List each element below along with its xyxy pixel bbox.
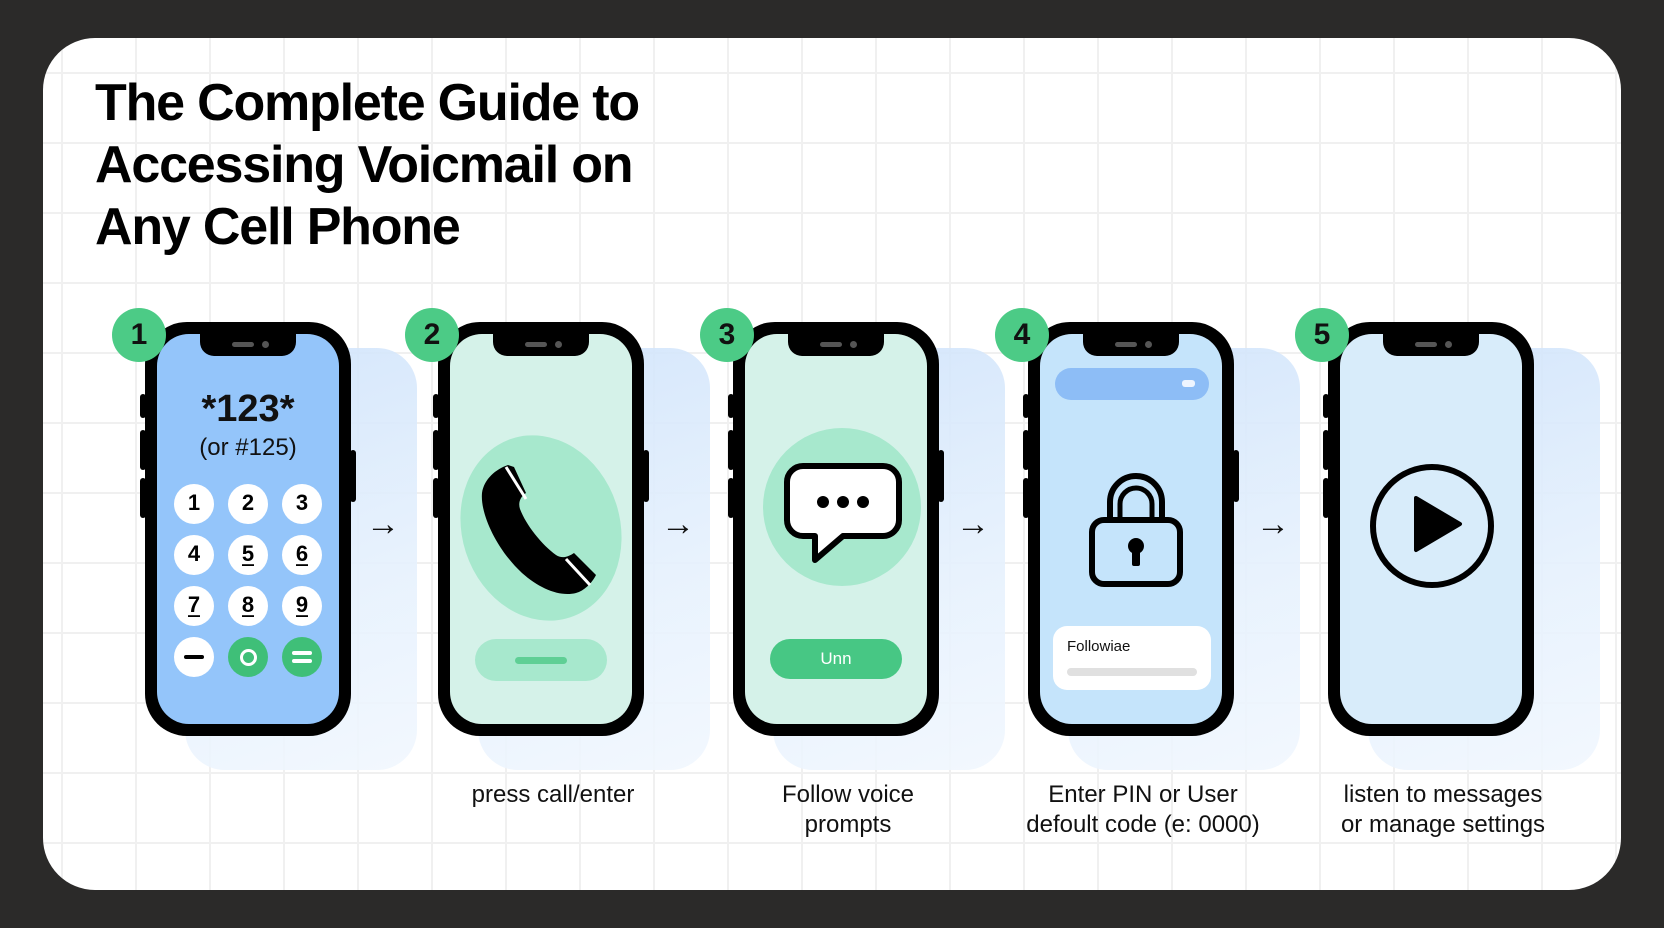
step-caption: press call/enter [471, 781, 635, 808]
phone-frame: *123* (or #125) 1 2 3 4 5▬▬ 6▬▬ 7▬▬ 8▬▬ … [140, 322, 356, 736]
page-title: The Complete Guide to Accessing Voicmail… [95, 72, 640, 258]
phone-screen: *123* (or #125) 1 2 3 4 5▬▬ 6▬▬ 7▬▬ 8▬▬ … [157, 334, 339, 724]
phone-frame: Unn [728, 322, 944, 736]
info-card: Followiae [1053, 626, 1211, 690]
phone-notch [1383, 334, 1479, 356]
title-line-3: Any Cell Phone [95, 198, 461, 256]
step-number-badge: 4 [995, 308, 1049, 362]
phone-notch [200, 334, 296, 356]
keypad-key-8[interactable]: 8▬▬ [228, 586, 268, 626]
keypad-key-2[interactable]: 2 [228, 484, 268, 524]
step-number-badge: 3 [700, 308, 754, 362]
keypad-key-5[interactable]: 5▬▬ [228, 535, 268, 575]
arrow-right-icon: → [366, 505, 400, 543]
pin-dash-icon [1182, 380, 1195, 387]
step-caption: Enter PIN or User defoult code (e: 0000) [1026, 781, 1260, 838]
phone-screen: Unn [745, 334, 927, 724]
phone-frame [1323, 322, 1534, 736]
keypad-key-7[interactable]: 7▬▬ [174, 586, 214, 626]
step-2: 2 → press call/enter [366, 308, 733, 850]
call-ring-icon [240, 649, 257, 666]
pin-input-bar[interactable] [1055, 368, 1209, 400]
phone-notch [493, 334, 589, 356]
keypad-key-3[interactable]: 3 [282, 484, 322, 524]
prompt-button-label: Unn [820, 649, 852, 668]
call-enter-button[interactable] [475, 639, 607, 681]
arrow-right-icon: → [1256, 505, 1290, 543]
phone-frame: Followiae [1023, 322, 1239, 736]
phone-screen [1340, 334, 1522, 724]
prompt-button[interactable]: Unn [770, 639, 902, 679]
phone-notch [788, 334, 884, 356]
minus-icon [184, 655, 204, 659]
title-line-1: The Complete Guide to [95, 74, 640, 132]
alt-dial-code: (or #125) [199, 434, 297, 461]
step-caption: listen to messages or manage settings [1340, 781, 1546, 838]
step-number-badge: 2 [405, 308, 459, 362]
equals-key[interactable] [282, 637, 322, 677]
title-line-2: Accessing Voicmail on [95, 136, 634, 194]
arrow-right-icon: → [956, 505, 990, 543]
padlock-icon [1089, 473, 1183, 587]
step-5: 5 → listen to messages or manage setting… [1256, 308, 1623, 850]
play-circle-icon[interactable] [1368, 462, 1496, 590]
button-bar-icon [515, 657, 567, 664]
minus-key[interactable] [174, 637, 214, 677]
chat-bubble-icon [784, 463, 902, 563]
phone-notch [1083, 334, 1179, 356]
call-key[interactable] [228, 637, 268, 677]
arrow-right-icon: → [661, 505, 695, 543]
step-1: 1 *123* (or #125) 1 2 3 4 5▬▬ 6▬▬ 7▬▬ 8▬… [112, 308, 440, 850]
equals-icon [292, 651, 312, 655]
step-caption: Follow voice prompts [781, 781, 915, 838]
keypad-key-4[interactable]: 4 [174, 535, 214, 575]
keypad-key-9[interactable]: 9▬▬ [282, 586, 322, 626]
phone-screen [450, 334, 632, 724]
step-4: 4 → Followiae Enter PIN or User [956, 308, 1323, 850]
step-number-badge: 5 [1295, 308, 1349, 362]
keypad-key-6[interactable]: 6▬▬ [282, 535, 322, 575]
phone-frame [433, 322, 649, 736]
info-card-label: Followiae [1067, 638, 1131, 655]
phone-handset-icon [481, 465, 596, 595]
dial-code: *123* [201, 388, 295, 430]
info-card-bar [1067, 668, 1197, 676]
step-number-badge: 1 [112, 308, 166, 362]
phone-screen: Followiae [1040, 334, 1222, 724]
keypad-key-1[interactable]: 1 [174, 484, 214, 524]
step-3: 3 → Unn Follow voice prompts [661, 308, 1028, 850]
